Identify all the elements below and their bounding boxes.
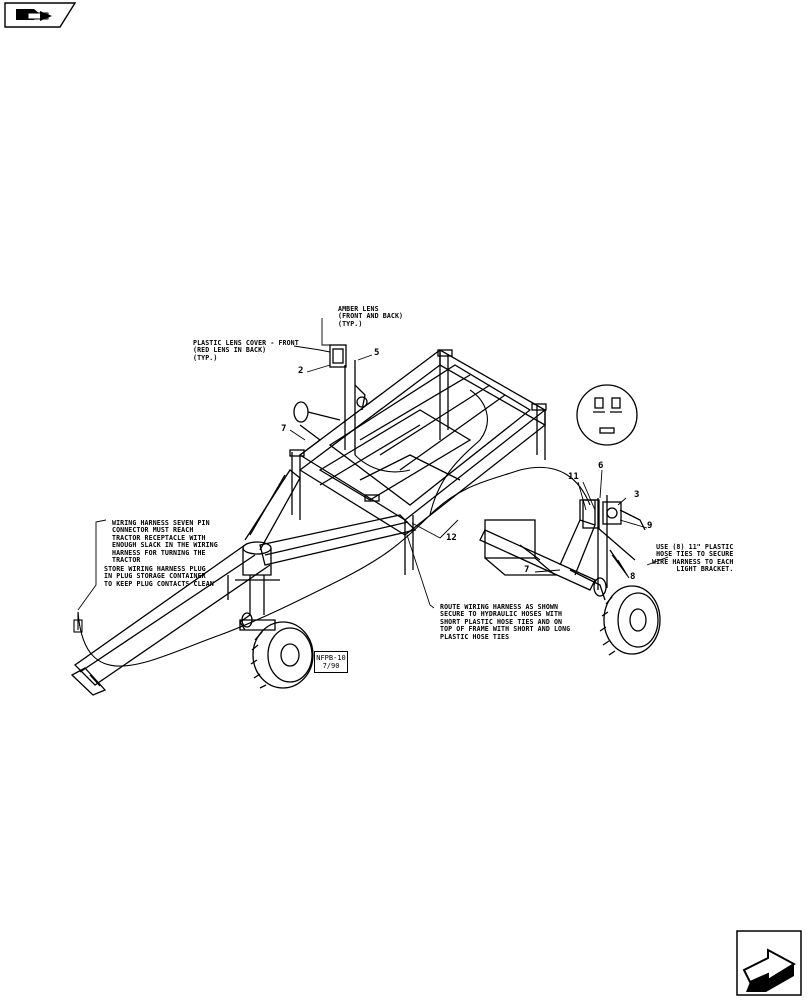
store-plug-note: STORE WIRING HARNESS PLUG IN PLUG STORAG… [104,565,214,588]
back-arrow-icon [4,2,76,28]
amber-lens-note: AMBER LENS (FRONT AND BACK) (TYP.) [338,305,404,328]
left-wheel [239,612,314,689]
callout-5: 5 [374,348,380,358]
stamp-code: NFPB-10 [316,654,346,662]
right-light-bracket [582,495,646,590]
leader-lines [77,318,669,611]
callout-6: 6 [598,461,604,471]
callout-7-upper: 7 [281,424,287,434]
forward-arrow-icon [736,930,802,996]
callout-11: 11 [568,472,579,482]
wiring-harness [73,389,591,667]
plastic-lens-cover-note: PLASTIC LENS COVER - FRONT (RED LENS IN … [193,339,299,362]
wiring-connector-note: WIRING HARNESS SEVEN PIN CONNECTOR MUST … [112,519,218,565]
callout-3: 3 [634,490,640,500]
next-button[interactable] [736,930,802,996]
callout-12: 12 [446,533,457,543]
callout-2: 2 [298,366,304,376]
back-button[interactable] [4,2,76,28]
callout-9: 9 [647,521,653,531]
stamp-date: 7/90 [322,662,340,670]
left-light-bracket [293,344,368,456]
route-harness-note: ROUTE WIRING HARNESS AS SHOWN SECURE TO … [440,603,571,641]
main-frame [289,349,547,575]
right-wheel [569,569,661,656]
callout-8: 8 [630,572,636,582]
rear-axle [479,499,596,591]
hose-ties-note: USE (8) 11" PLASTIC HOSE TIES TO SECURE … [652,543,734,574]
decal-circle [576,384,638,446]
drawing-stamp: NFPB-10 7/90 [314,651,348,673]
callout-7-lower: 7 [524,565,530,575]
